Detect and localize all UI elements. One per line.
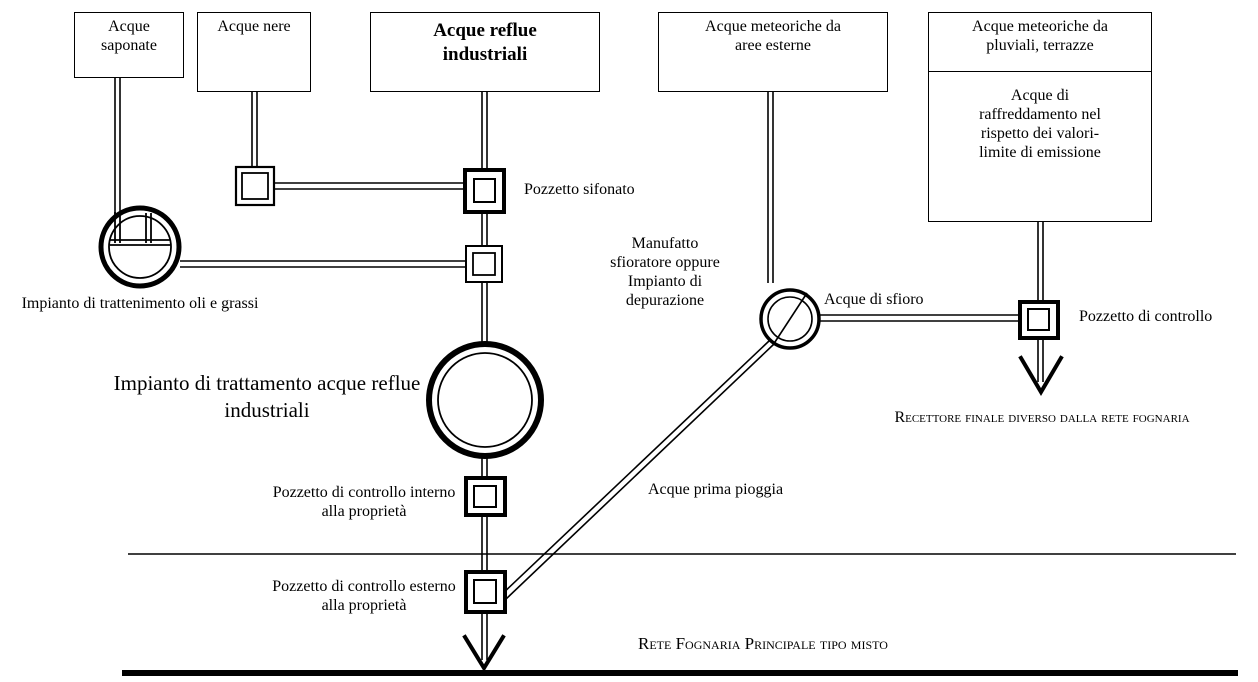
label-pozzetto-esterno: Pozzetto di controllo esterno alla propr… — [266, 577, 462, 615]
arrow-to-sewer — [462, 634, 506, 672]
label-rete-fognaria: Rete Fognaria Principale tipo misto — [638, 634, 888, 653]
pozzetto-interno-icon — [464, 476, 507, 517]
label-recettore-finale: Recettore finale diverso dalla rete fogn… — [874, 405, 1210, 431]
pozzetto-controllo-icon — [1018, 300, 1060, 340]
source-nere-label: Acque nere — [217, 18, 291, 35]
pipe-nere — [251, 92, 258, 167]
pipe-nere-horizontal — [274, 182, 464, 190]
label-pozzetto-esterno-text: Pozzetto di controllo esterno alla propr… — [272, 578, 456, 614]
label-impianto-trattamento-text: Impianto di trattamento acque reflue ind… — [113, 371, 421, 422]
source-box-nere: Acque nere — [197, 12, 311, 92]
source-box-divider — [929, 71, 1151, 72]
label-impianto-oli-text: Impianto di trattenimento oli e grassi — [21, 295, 259, 312]
pozzetto-nere-icon — [234, 165, 276, 207]
label-pozzetto-controllo: Pozzetto di controllo — [1079, 308, 1213, 325]
label-recettore-finale-text: Recettore finale diverso dalla rete fogn… — [894, 409, 1190, 426]
source-raffreddamento-label: Acque di raffreddamento nel rispetto dei… — [979, 87, 1101, 161]
source-meteoriche-esterne-label: Acque meteoriche da aree esterne — [705, 18, 841, 54]
pozzetto-sifonato-icon — [463, 168, 506, 214]
manufatto-sfioratore-icon — [759, 288, 821, 350]
label-manufatto-sfioratore-text: Manufatto sfioratore oppure Impianto di … — [610, 235, 720, 309]
pozzetto-esterno-icon — [464, 570, 507, 614]
arrow-to-recettore — [1018, 355, 1064, 396]
label-acque-prima-pioggia: Acque prima pioggia — [648, 481, 784, 498]
source-box-reflue-industriali: Acque reflue industriali — [370, 12, 600, 92]
pozzetto-oli-icon — [465, 245, 503, 283]
label-impianto-trattamento: Impianto di trattamento acque reflue ind… — [108, 370, 426, 424]
source-meteoriche-pluviali-label: Acque meteoriche da pluviali, terrazze — [972, 18, 1108, 54]
source-box-meteoriche-pluviali: Acque meteoriche da pluviali, terrazze A… — [928, 12, 1152, 222]
pipe-prima-pioggia — [499, 340, 775, 601]
source-reflue-label: Acque reflue industriali — [433, 20, 537, 65]
source-box-meteoriche-esterne: Acque meteoriche da aree esterne — [658, 12, 888, 92]
source-saponate-label: Acque saponate — [101, 18, 157, 54]
label-pozzetto-interno: Pozzetto di controllo interno alla propr… — [266, 483, 462, 521]
source-box-saponate: Acque saponate — [74, 12, 184, 78]
label-pozzetto-sifonato: Pozzetto sifonato — [524, 181, 635, 198]
label-pozzetto-interno-text: Pozzetto di controllo interno alla propr… — [272, 484, 456, 520]
pipe-raffreddamento — [1037, 222, 1044, 382]
label-acque-sfioro: Acque di sfioro — [824, 291, 924, 308]
pipe-meteoriche-esterne — [767, 92, 774, 283]
pipe-oli-horizontal — [180, 260, 466, 268]
impianto-oli-icon — [98, 205, 182, 289]
pipe-sfioro-horizontal — [818, 314, 1020, 322]
label-manufatto-sfioratore: Manufatto sfioratore oppure Impianto di … — [606, 234, 724, 310]
label-impianto-oli: Impianto di trattenimento oli e grassi — [6, 294, 274, 313]
impianto-trattamento-icon — [426, 341, 544, 459]
